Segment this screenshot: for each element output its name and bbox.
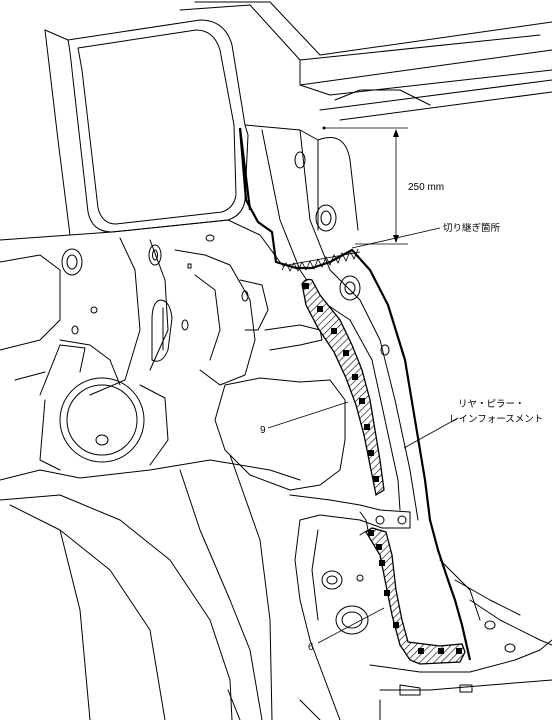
- dimension-250mm: [325, 127, 408, 245]
- outer-body-outline: [238, 127, 472, 661]
- quarter-window: [44, 19, 249, 236]
- part-name-label-line2: レインフォースメント: [449, 414, 543, 425]
- roof-frame: [179, 1, 552, 121]
- part-name-label-line1: リヤ・ピラー・: [458, 399, 525, 410]
- callout-6-leader: [317, 607, 385, 644]
- panel-holes: [61, 234, 249, 335]
- inner-side-panel: [0, 219, 346, 720]
- cut-point-leader: [351, 227, 441, 249]
- rear-pillar: [244, 89, 431, 521]
- callout-6-label: 6: [308, 642, 314, 653]
- dimension-label: 250 mm: [408, 182, 444, 193]
- callout-9-leader: [267, 401, 349, 429]
- reinforcement-part-9: [301, 278, 385, 497]
- part-name-leader: [403, 417, 459, 449]
- reinforcement-part-6: [365, 527, 466, 665]
- fuel-filler-housing: [39, 344, 169, 471]
- cut-point-label: 切り継ぎ箇所: [443, 222, 501, 234]
- weld-spots: [303, 283, 462, 654]
- lower-quarter-section: [227, 494, 552, 720]
- callout-9-label: 9: [260, 425, 266, 436]
- cut-line: [281, 248, 361, 272]
